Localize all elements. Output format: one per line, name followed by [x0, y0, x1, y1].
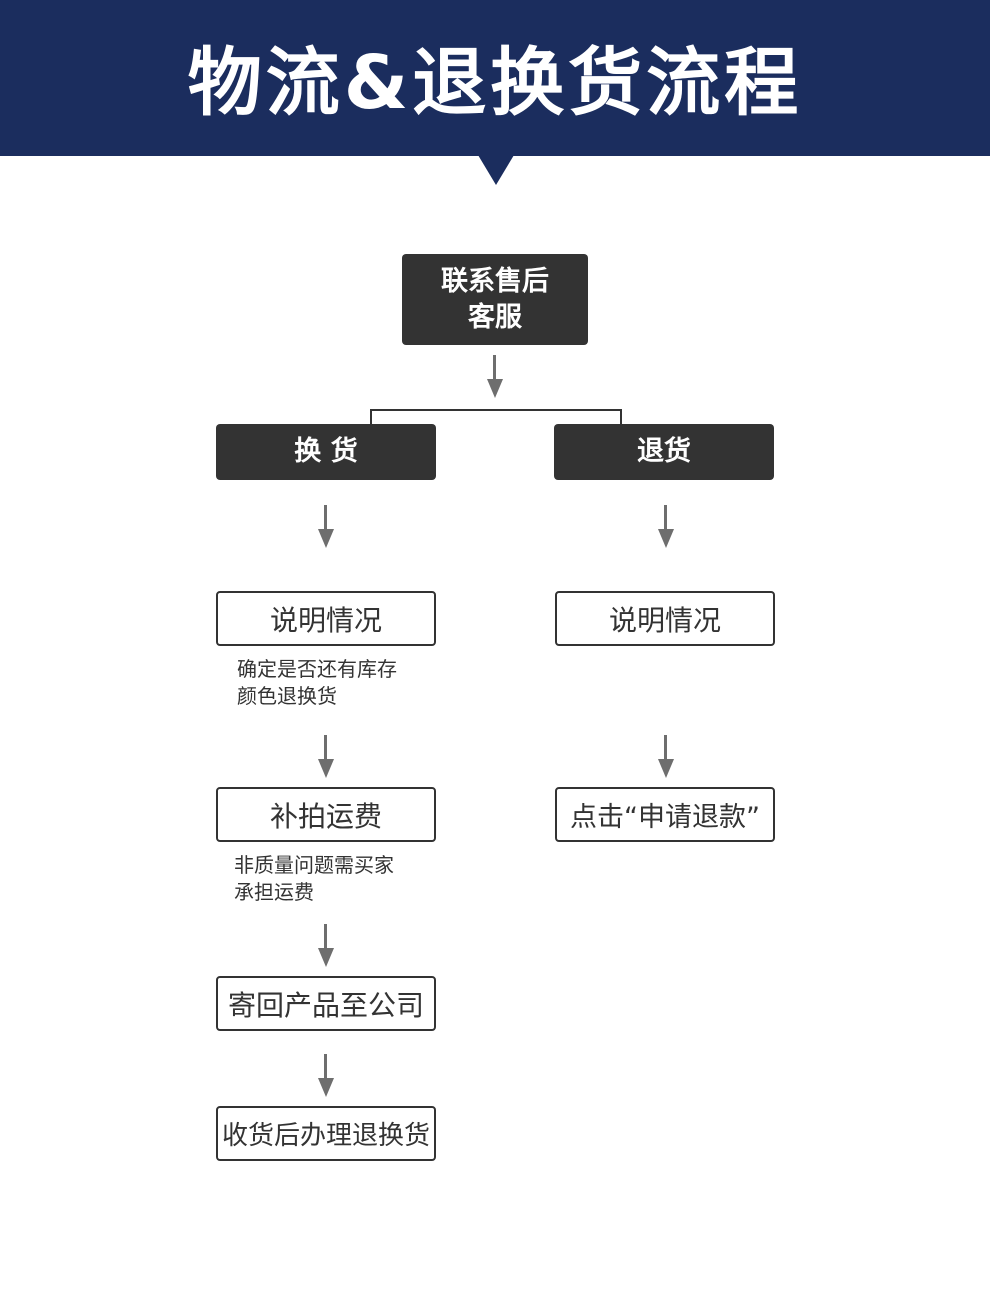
arrow-down-icon — [318, 1054, 334, 1098]
exchange-explain-step: 说明情况 — [216, 591, 436, 646]
arrow-down-icon — [487, 355, 503, 399]
page-title: 物流&退换货流程 — [187, 39, 803, 126]
contact-service-node: 联系售后 客服 — [402, 254, 588, 345]
return-explain-step: 说明情况 — [555, 591, 775, 646]
send-back-step: 寄回产品至公司 — [216, 976, 436, 1031]
branch-connector-horizontal — [370, 409, 622, 411]
arrow-down-icon — [318, 505, 334, 549]
header-banner — [0, 0, 990, 156]
arrow-down-icon — [318, 924, 334, 968]
process-exchange-step: 收货后办理退换货 — [216, 1106, 436, 1161]
pay-shipping-note: 非质量问题需买家 承担运费 — [234, 853, 394, 904]
exchange-node: 换 货 — [216, 424, 436, 480]
arrow-down-icon — [658, 735, 674, 779]
return-node: 退货 — [554, 424, 774, 480]
arrow-down-icon — [658, 505, 674, 549]
banner-pointer — [478, 155, 514, 185]
apply-refund-step: 点击“申请退款” — [555, 787, 775, 842]
branch-connector-right — [620, 409, 622, 425]
exchange-explain-note: 确定是否还有库存 颜色退换货 — [237, 657, 397, 708]
branch-connector-left — [370, 409, 372, 425]
arrow-down-icon — [318, 735, 334, 779]
pay-shipping-step: 补拍运费 — [216, 787, 436, 842]
